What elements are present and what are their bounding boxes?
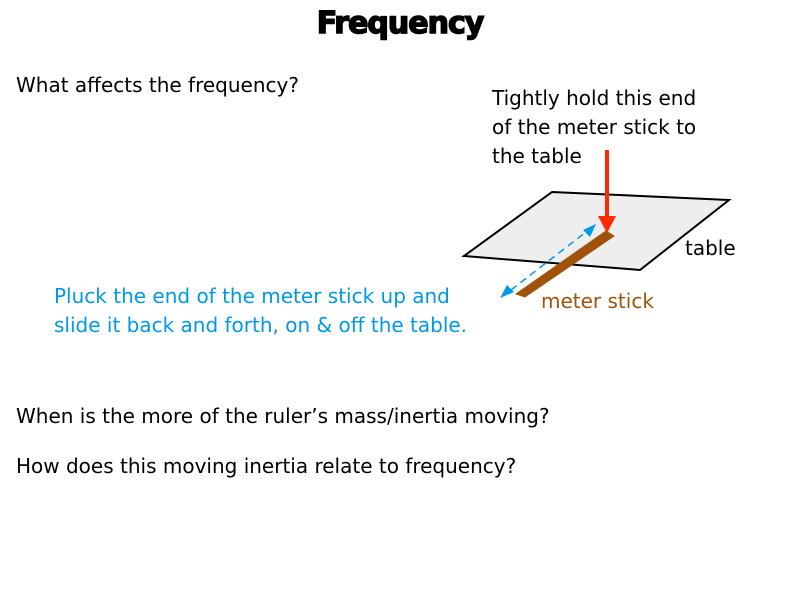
hold-instruction: Tightly hold this end of the meter stick… xyxy=(492,86,697,168)
table-label: table xyxy=(685,236,736,260)
question-what-affects-frequency: What affects the frequency? xyxy=(16,73,299,97)
meter-stick-label: meter stick xyxy=(541,289,654,313)
question-inertia-frequency: How does this moving inertia relate to f… xyxy=(16,454,517,478)
hold-arrow xyxy=(598,150,616,233)
question-mass-inertia: When is the more of the ruler’s mass/ine… xyxy=(16,404,550,428)
meter-stick xyxy=(514,230,615,298)
page-title: Frequency xyxy=(316,5,485,42)
table-surface xyxy=(461,190,732,272)
pluck-instruction: Pluck the end of the meter stick up and … xyxy=(54,284,468,337)
slide-double-arrow xyxy=(500,224,596,298)
